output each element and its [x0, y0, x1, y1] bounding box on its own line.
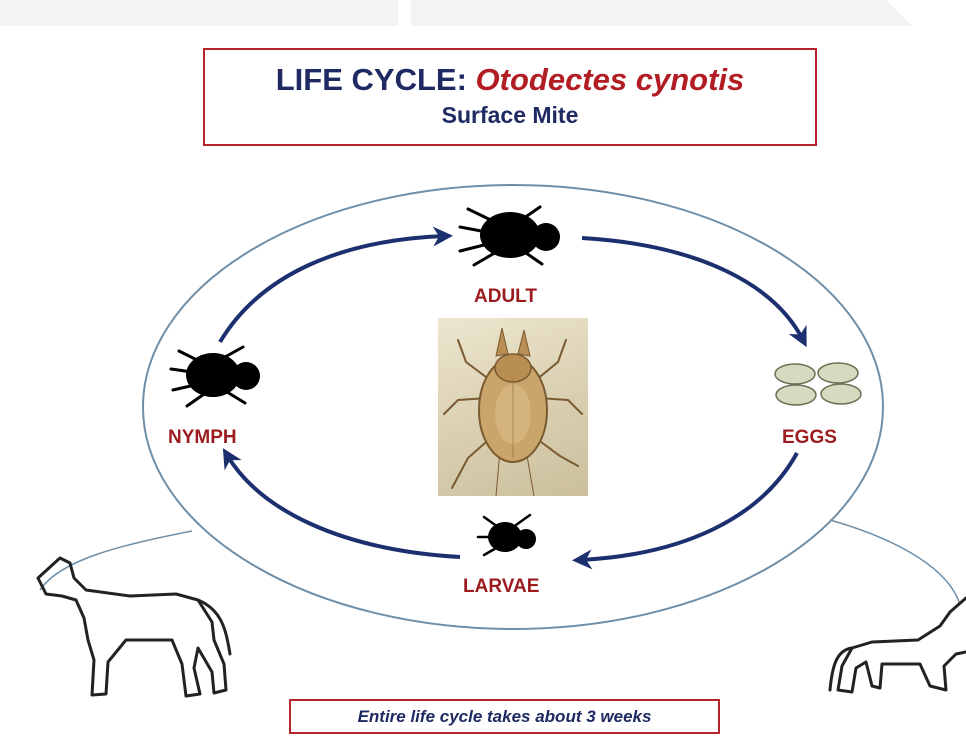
mite-photo: [438, 318, 588, 496]
footer-note-box: Entire life cycle takes about 3 weeks: [289, 699, 720, 734]
footer-note: Entire life cycle takes about 3 weeks: [291, 701, 718, 732]
right-dog-icon: [830, 598, 966, 692]
mite-photo-illustration: [438, 318, 588, 496]
arrow-nymph-to-adult: [220, 236, 445, 342]
larvae-mite-icon: [478, 515, 536, 555]
eggs-icon: [775, 363, 861, 405]
nymph-mite-icon: [171, 347, 260, 406]
arrow-eggs-to-larvae: [580, 453, 797, 560]
stage-label-eggs: EGGS: [782, 426, 837, 450]
right-connector-line: [830, 520, 960, 605]
stage-label-adult: ADULT: [474, 285, 537, 309]
arrow-adult-to-eggs: [582, 238, 803, 340]
adult-mite-icon: [460, 207, 560, 265]
arrow-larvae-to-nymph: [227, 455, 460, 557]
left-dog-icon: [38, 558, 230, 696]
stage-label-larvae: LARVAE: [463, 575, 539, 599]
stage-label-nymph: NYMPH: [168, 426, 237, 450]
